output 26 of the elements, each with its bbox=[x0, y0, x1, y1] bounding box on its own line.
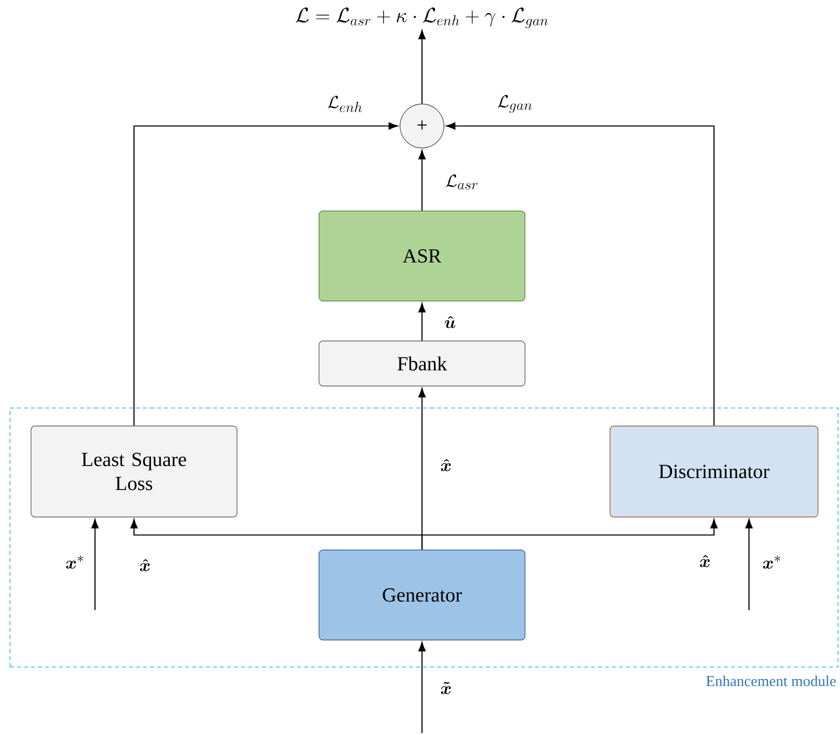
arrow bbox=[418, 303, 426, 341]
arrow bbox=[418, 150, 426, 211]
edge-label: $\boldsymbol{x}^{*}$ bbox=[763, 556, 780, 569]
node-label: Enhancement module bbox=[706, 676, 836, 686]
arrow bbox=[418, 30, 426, 104]
arrow bbox=[91, 519, 99, 610]
arrow bbox=[133, 122, 398, 426]
edge-label: $\mathcal{L}_{gan}$ bbox=[498, 95, 532, 113]
process-box: ASR bbox=[318, 210, 526, 302]
process-box: Discriminator bbox=[610, 426, 818, 518]
process-box: Least Square Loss bbox=[30, 426, 238, 518]
edge-label: $\boldsymbol{\hat{x}}$ bbox=[140, 559, 150, 572]
loss-formula: $\mathcal{L} = \mathcal{L}_{asr} + \kappa \cdot \mathcal{L}_{enh} + \gamma \cdot \mathcal{L}_{gan}$ bbox=[296, 8, 548, 28]
edge-label: $\boldsymbol{\tilde{x}}$ bbox=[440, 682, 451, 694]
process-box: Generator bbox=[318, 550, 526, 640]
edge-label: $\mathcal{L}_{enh}$ bbox=[328, 96, 362, 112]
edge-label: $\mathcal{L}_{asr}$ bbox=[446, 174, 478, 190]
edge-label: $\boldsymbol{\hat{x}}$ bbox=[440, 459, 451, 472]
process-box: Fbank bbox=[318, 340, 526, 386]
arrow bbox=[418, 642, 426, 733]
arrow bbox=[421, 519, 718, 550]
edge-label: $\boldsymbol{x}^{*}$ bbox=[66, 556, 84, 569]
edge-label: $\boldsymbol{\hat{x}}$ bbox=[700, 555, 710, 568]
edge-label: $\boldsymbol{\hat{u}}$ bbox=[444, 316, 456, 328]
arrow bbox=[446, 122, 715, 426]
arrow bbox=[745, 519, 753, 610]
